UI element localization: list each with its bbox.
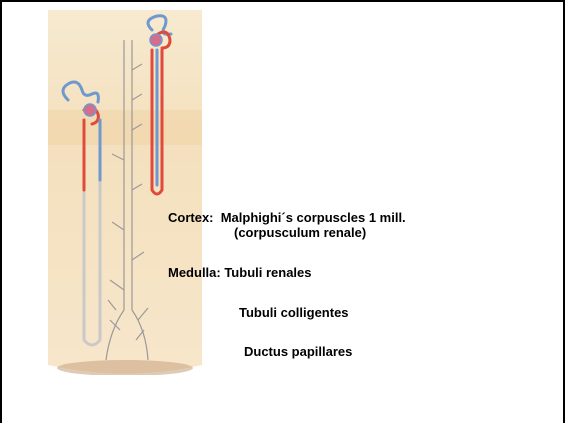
nephron-illustration: [40, 10, 210, 375]
cortex-band: [48, 110, 202, 145]
caption-tubuli-colligentes: Tubuli colligentes: [239, 305, 349, 320]
kidney-tissue-background: [48, 10, 202, 374]
caption-cortex: Cortex: Malphighi´s corpuscles 1 mill.: [168, 210, 406, 225]
caption-medulla: Medulla: Tubuli renales: [168, 265, 312, 280]
caption-ductus-papillares: Ductus papillares: [244, 344, 352, 359]
caption-corpusculum-renale: (corpusculum renale): [234, 225, 366, 240]
